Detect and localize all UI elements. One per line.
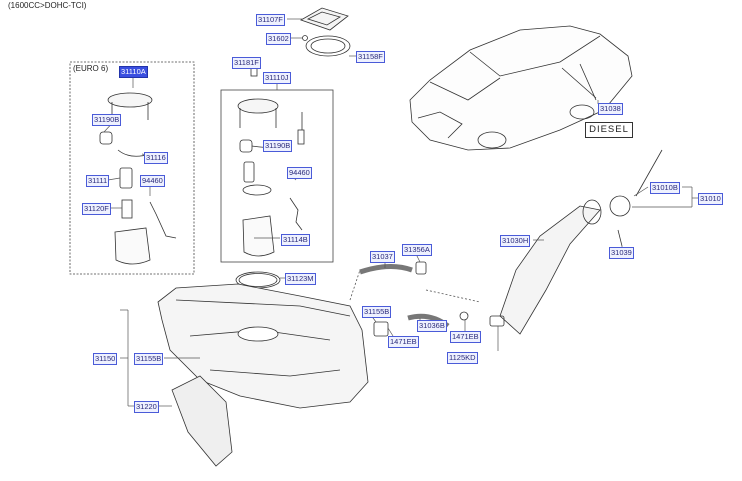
part-31107F[interactable]: 31107F [256,14,285,26]
car-pointer-line [579,63,597,101]
part-31190B-left[interactable]: 31190B [92,114,122,126]
part-31010[interactable]: 31010 [698,193,723,205]
fuel-filler-neck [359,149,663,337]
part-94460-right[interactable]: 94460 [287,167,312,179]
engine-spec: (1600CC>DOHC-TCI) [8,1,87,10]
part-31110J[interactable]: 31110J [263,72,291,84]
part-1125KD[interactable]: 1125KD [447,352,478,364]
part-31116[interactable]: 31116 [144,152,168,164]
dashed-leader [349,269,361,301]
part-31120F[interactable]: 31120F [82,203,111,215]
part-31110A[interactable]: 31110A [119,66,148,78]
part-31114B[interactable]: 31114B [281,234,310,246]
heat-shield [171,375,233,467]
part-31150[interactable]: 31150 [93,353,118,365]
diesel-sign: DIESEL [585,122,633,138]
car-illustration [409,25,633,151]
pump-nut-ring [305,35,351,57]
fuel-pump-assembly-left [99,92,177,265]
bolt-31602 [302,35,308,41]
part-31030H[interactable]: 31030H [500,235,531,247]
part-1471EB-a[interactable]: 1471EB [388,336,419,348]
pump-group-box [220,89,334,263]
part-31123M[interactable]: 31123M [285,273,316,285]
part-31111[interactable]: 31111 [86,175,110,187]
part-94460-left[interactable]: 94460 [140,175,165,187]
part-31010B[interactable]: 31010B [650,182,680,194]
part-31356A[interactable]: 31356A [402,244,432,256]
part-31038[interactable]: 31038 [598,103,623,115]
pump-cover-plate [300,7,349,31]
part-31039[interactable]: 31039 [609,247,634,259]
part-31602[interactable]: 31602 [266,33,291,45]
euro6-title: (EURO 6) [73,64,109,73]
part-31155B-left[interactable]: 31155B [134,353,164,365]
part-31036B[interactable]: 31036B [417,320,447,332]
fuel-tank [157,283,369,409]
part-1471EB-b[interactable]: 1471EB [450,331,481,343]
fuel-pump-assembly-right [237,65,305,257]
part-31220[interactable]: 31220 [134,401,159,413]
part-31155B-right[interactable]: 31155B [362,306,392,318]
part-31181F[interactable]: 31181F [232,57,261,69]
part-31037[interactable]: 31037 [370,251,395,263]
screw-31039 [617,229,623,247]
part-31190B-right[interactable]: 31190B [263,140,293,152]
part-31158F[interactable]: 31158F [356,51,385,63]
